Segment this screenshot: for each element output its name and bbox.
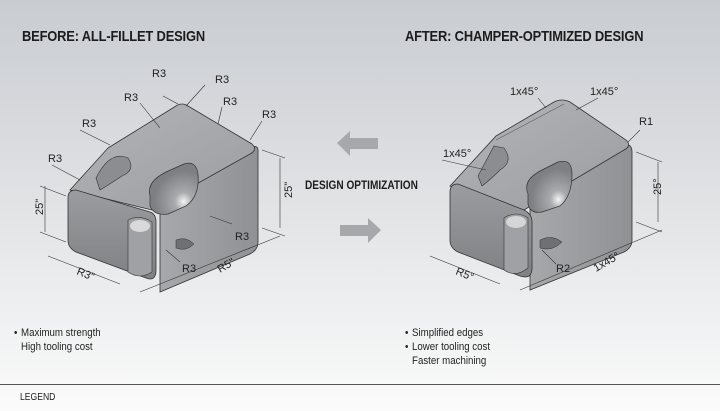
arrow-left-icon (337, 131, 378, 156)
before-callout-labels: R3 R3 R3 R3 R3 R3 R3 R3 R3 (48, 68, 276, 275)
before-note-1: •Maximum strength (14, 327, 101, 339)
after-callouts (441, 97, 641, 265)
callout-r3-right-corner: R3 (262, 109, 276, 121)
arrow-right-icon (340, 218, 381, 243)
callout-r3-slot: R3 (82, 118, 96, 130)
callout-chamfer-top-left: 1x45° (510, 86, 538, 98)
callout-r2-notch: R2 (556, 263, 570, 275)
after-dimension-lines (429, 151, 663, 291)
after-notes: •Simplified edges •Lower tooling cost Fa… (405, 326, 490, 368)
callout-r3-left-edge: R3 (48, 153, 62, 165)
before-callouts (51, 84, 263, 263)
before-title: BEFORE: ALL-FILLET DESIGN (22, 28, 205, 45)
before-dim-width: R3" (75, 266, 96, 284)
callout-r3-top-inner: R3 (124, 92, 138, 104)
after-callout-labels: 1x45° 1x45° R1 1x45° R2 (443, 86, 653, 275)
callout-r3-top: R3 (152, 68, 166, 80)
after-note-2: •Lower tooling cost (405, 341, 491, 353)
after-dim-width: R5° (454, 266, 476, 284)
design-optimization-label: DESIGN OPTIMIZATION (305, 178, 418, 192)
callout-chamfer-top-right: 1x45° (590, 86, 618, 98)
before-dim-height-left: 25" (34, 199, 46, 215)
after-note-1: •Simplified edges (405, 327, 484, 339)
callout-r1-corner: R1 (639, 116, 653, 128)
callout-r3-top-right: R3 (215, 74, 229, 86)
before-part (67, 103, 259, 293)
callout-r3-side: R3 (235, 231, 249, 243)
before-dim-height-right: 25" (283, 182, 295, 198)
before-note-2: High tooling cost (21, 341, 93, 353)
callout-r3-top-edge: R3 (223, 96, 237, 108)
after-title: AFTER: CHAMPER-OPTIMIZED DESIGN (405, 28, 644, 45)
footer-divider (0, 384, 720, 385)
bullet-icon: • (14, 327, 18, 339)
after-note-3: Faster machining (412, 355, 487, 367)
bullet-icon: • (405, 327, 409, 339)
bullet-icon: • (405, 341, 409, 353)
after-dim-height: 25° (652, 178, 664, 195)
callout-chamfer-slot: 1x45° (443, 148, 471, 160)
legend-label: LEGEND (20, 392, 56, 403)
before-notes: •Maximum strength High tooling cost (14, 326, 101, 354)
before-dimension-lines (39, 149, 286, 293)
callout-r3-notch: R3 (182, 263, 196, 275)
